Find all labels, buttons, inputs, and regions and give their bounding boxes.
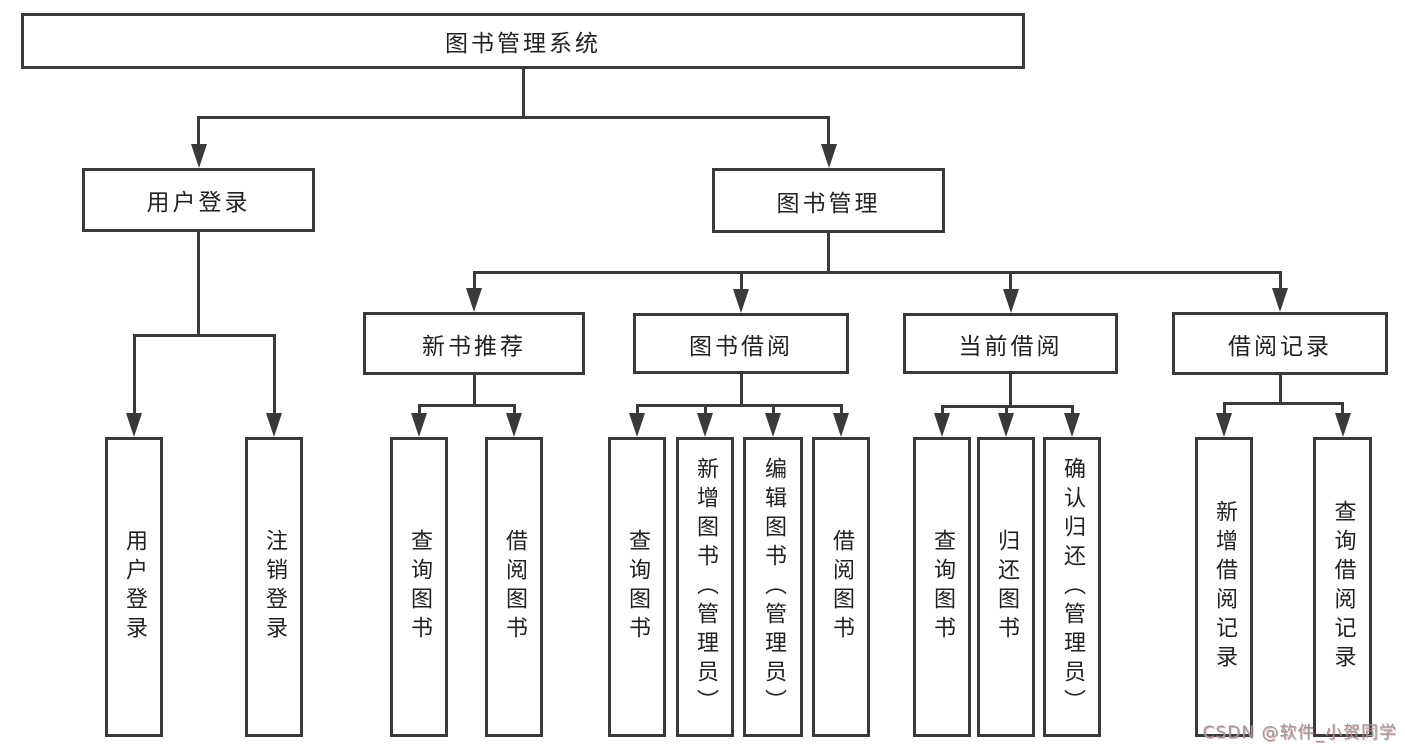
node-label-bb-query-book: 查询图书: [625, 529, 650, 645]
connector-drop-bb-edit-book: [771, 405, 775, 416]
arrowhead-down-icon-cb-query-book: [934, 413, 950, 437]
node-label-book-borrow: 图书借阅: [689, 333, 793, 360]
connector-stem-book-mgmt: [827, 233, 830, 272]
connector-stem-user-login: [197, 232, 200, 335]
connector-drop-book-borrow: [739, 272, 743, 292]
arrowhead-down-icon-borrow-records: [1272, 288, 1288, 312]
connector-drop-bb-borrow-book: [839, 405, 843, 416]
node-bb-edit-book: 编辑图书（管理员）: [743, 437, 803, 737]
node-label-new-book-rec: 新书推荐: [422, 333, 526, 360]
node-label-root: 图书管理系统: [445, 31, 601, 57]
node-label-rec-query-book: 查询图书: [407, 529, 432, 645]
connector-drop-login: [132, 335, 136, 416]
connector-drop-rec-borrow-book: [512, 405, 516, 416]
node-logout: 注销登录: [245, 437, 303, 737]
connector-drop-user-login: [197, 117, 200, 147]
connector-stem-book-borrow: [739, 374, 743, 405]
connector-drop-cb-query-book: [940, 406, 944, 416]
connector-stem-borrow-records: [1278, 375, 1282, 403]
connector-drop-new-book-rec: [472, 272, 476, 291]
node-login: 用户登录: [105, 437, 163, 737]
watermark-text: CSDN @软件_小贺同学: [1202, 723, 1397, 743]
connector-drop-rec-query-book: [417, 405, 421, 416]
arrowhead-down-icon-rec-borrow-book: [506, 413, 522, 437]
node-bb-query-book: 查询图书: [608, 437, 666, 737]
node-borrow-records: 借阅记录: [1172, 312, 1388, 375]
node-label-bb-edit-book: 编辑图书（管理员）: [761, 456, 786, 718]
node-current-borrow: 当前借阅: [903, 313, 1118, 374]
node-book-mgmt: 图书管理: [712, 168, 945, 233]
arrowhead-down-icon-rec-query-book: [411, 413, 427, 437]
arrowhead-down-icon-br-query-record: [1334, 413, 1351, 437]
node-label-book-mgmt: 图书管理: [776, 190, 881, 217]
node-label-rec-borrow-book: 借阅图书: [502, 529, 527, 645]
connector-drop-bb-query-book: [635, 405, 639, 416]
node-label-borrow-records: 借阅记录: [1228, 333, 1332, 360]
node-label-login: 用户登录: [122, 529, 147, 645]
node-label-cb-return-book: 归还图书: [994, 529, 1019, 645]
csdn-watermark: CSDN @软件_小贺同学: [1203, 718, 1397, 743]
connector-rail-book-mgmt: [472, 270, 1282, 274]
arrowhead-down-icon-cb-return-book: [998, 413, 1014, 437]
connector-drop-br-query-record: [1341, 403, 1344, 416]
node-rec-query-book: 查询图书: [390, 437, 448, 737]
arrowhead-down-icon-bb-borrow-book: [833, 413, 849, 437]
node-br-query-record: 查询借阅记录: [1313, 437, 1372, 737]
arrowhead-down-icon-book-borrow: [733, 289, 749, 313]
arrowhead-down-icon-bb-query-book: [629, 413, 645, 437]
node-cb-return-book: 归还图书: [977, 437, 1035, 737]
node-new-book-rec: 新书推荐: [363, 312, 585, 375]
arrowhead-down-icon-bb-edit-book: [765, 413, 781, 437]
node-label-cb-confirm: 确认归还（管理员）: [1060, 456, 1085, 718]
connector-drop-cb-confirm: [1070, 406, 1074, 416]
node-book-borrow: 图书借阅: [633, 313, 849, 374]
node-rec-borrow-book: 借阅图书: [485, 437, 543, 737]
node-label-cb-query-book: 查询图书: [930, 529, 955, 645]
connector-rail-borrow-records: [1222, 401, 1344, 405]
connector-stem-current-borrow: [1009, 374, 1012, 406]
arrowhead-down-icon-logout: [266, 413, 282, 437]
node-user-login: 用户登录: [82, 168, 315, 232]
arrowhead-down-icon-book-mgmt: [820, 144, 837, 168]
arrowhead-down-icon-new-book-rec: [466, 288, 482, 312]
connector-drop-cb-return-book: [1004, 406, 1008, 416]
node-br-add-record: 新增借阅记录: [1195, 437, 1253, 737]
connector-rail-user-login: [132, 333, 276, 337]
arrowhead-down-icon-cb-confirm: [1064, 413, 1080, 437]
node-label-user-login: 用户登录: [146, 190, 251, 216]
connector-drop-borrow-records: [1278, 272, 1282, 291]
node-label-br-add-record: 新增借阅记录: [1212, 500, 1237, 674]
connector-rail-new-book-rec: [417, 403, 516, 407]
connector-drop-current-borrow: [1009, 272, 1012, 292]
node-cb-query-book: 查询图书: [913, 437, 971, 737]
node-label-bb-borrow-book: 借阅图书: [829, 529, 854, 645]
node-cb-confirm: 确认归还（管理员）: [1043, 437, 1101, 737]
arrowhead-down-icon-login: [126, 413, 142, 437]
node-label-br-query-record: 查询借阅记录: [1330, 500, 1356, 674]
node-root: 图书管理系统: [21, 13, 1025, 69]
connector-rail-root: [197, 115, 830, 119]
arrowhead-down-icon-user-login: [190, 144, 207, 168]
connector-drop-book-mgmt: [827, 117, 830, 147]
node-label-bb-add-book: 新增图书（管理员）: [693, 456, 718, 718]
arrowhead-down-icon-current-borrow: [1002, 289, 1019, 313]
node-bb-borrow-book: 借阅图书: [812, 437, 870, 737]
arrowhead-down-icon-bb-add-book: [697, 413, 713, 437]
node-label-current-borrow: 当前借阅: [958, 333, 1063, 360]
connector-drop-logout: [272, 335, 276, 416]
node-label-logout: 注销登录: [262, 529, 287, 645]
connector-drop-bb-add-book: [703, 405, 707, 416]
node-bb-add-book: 新增图书（管理员）: [676, 437, 734, 737]
connector-stem-root: [521, 69, 525, 117]
connector-drop-br-add-record: [1222, 403, 1226, 416]
arrowhead-down-icon-br-add-record: [1216, 413, 1232, 437]
connector-stem-new-book-rec: [472, 375, 476, 405]
connector-rail-book-borrow: [635, 403, 843, 407]
